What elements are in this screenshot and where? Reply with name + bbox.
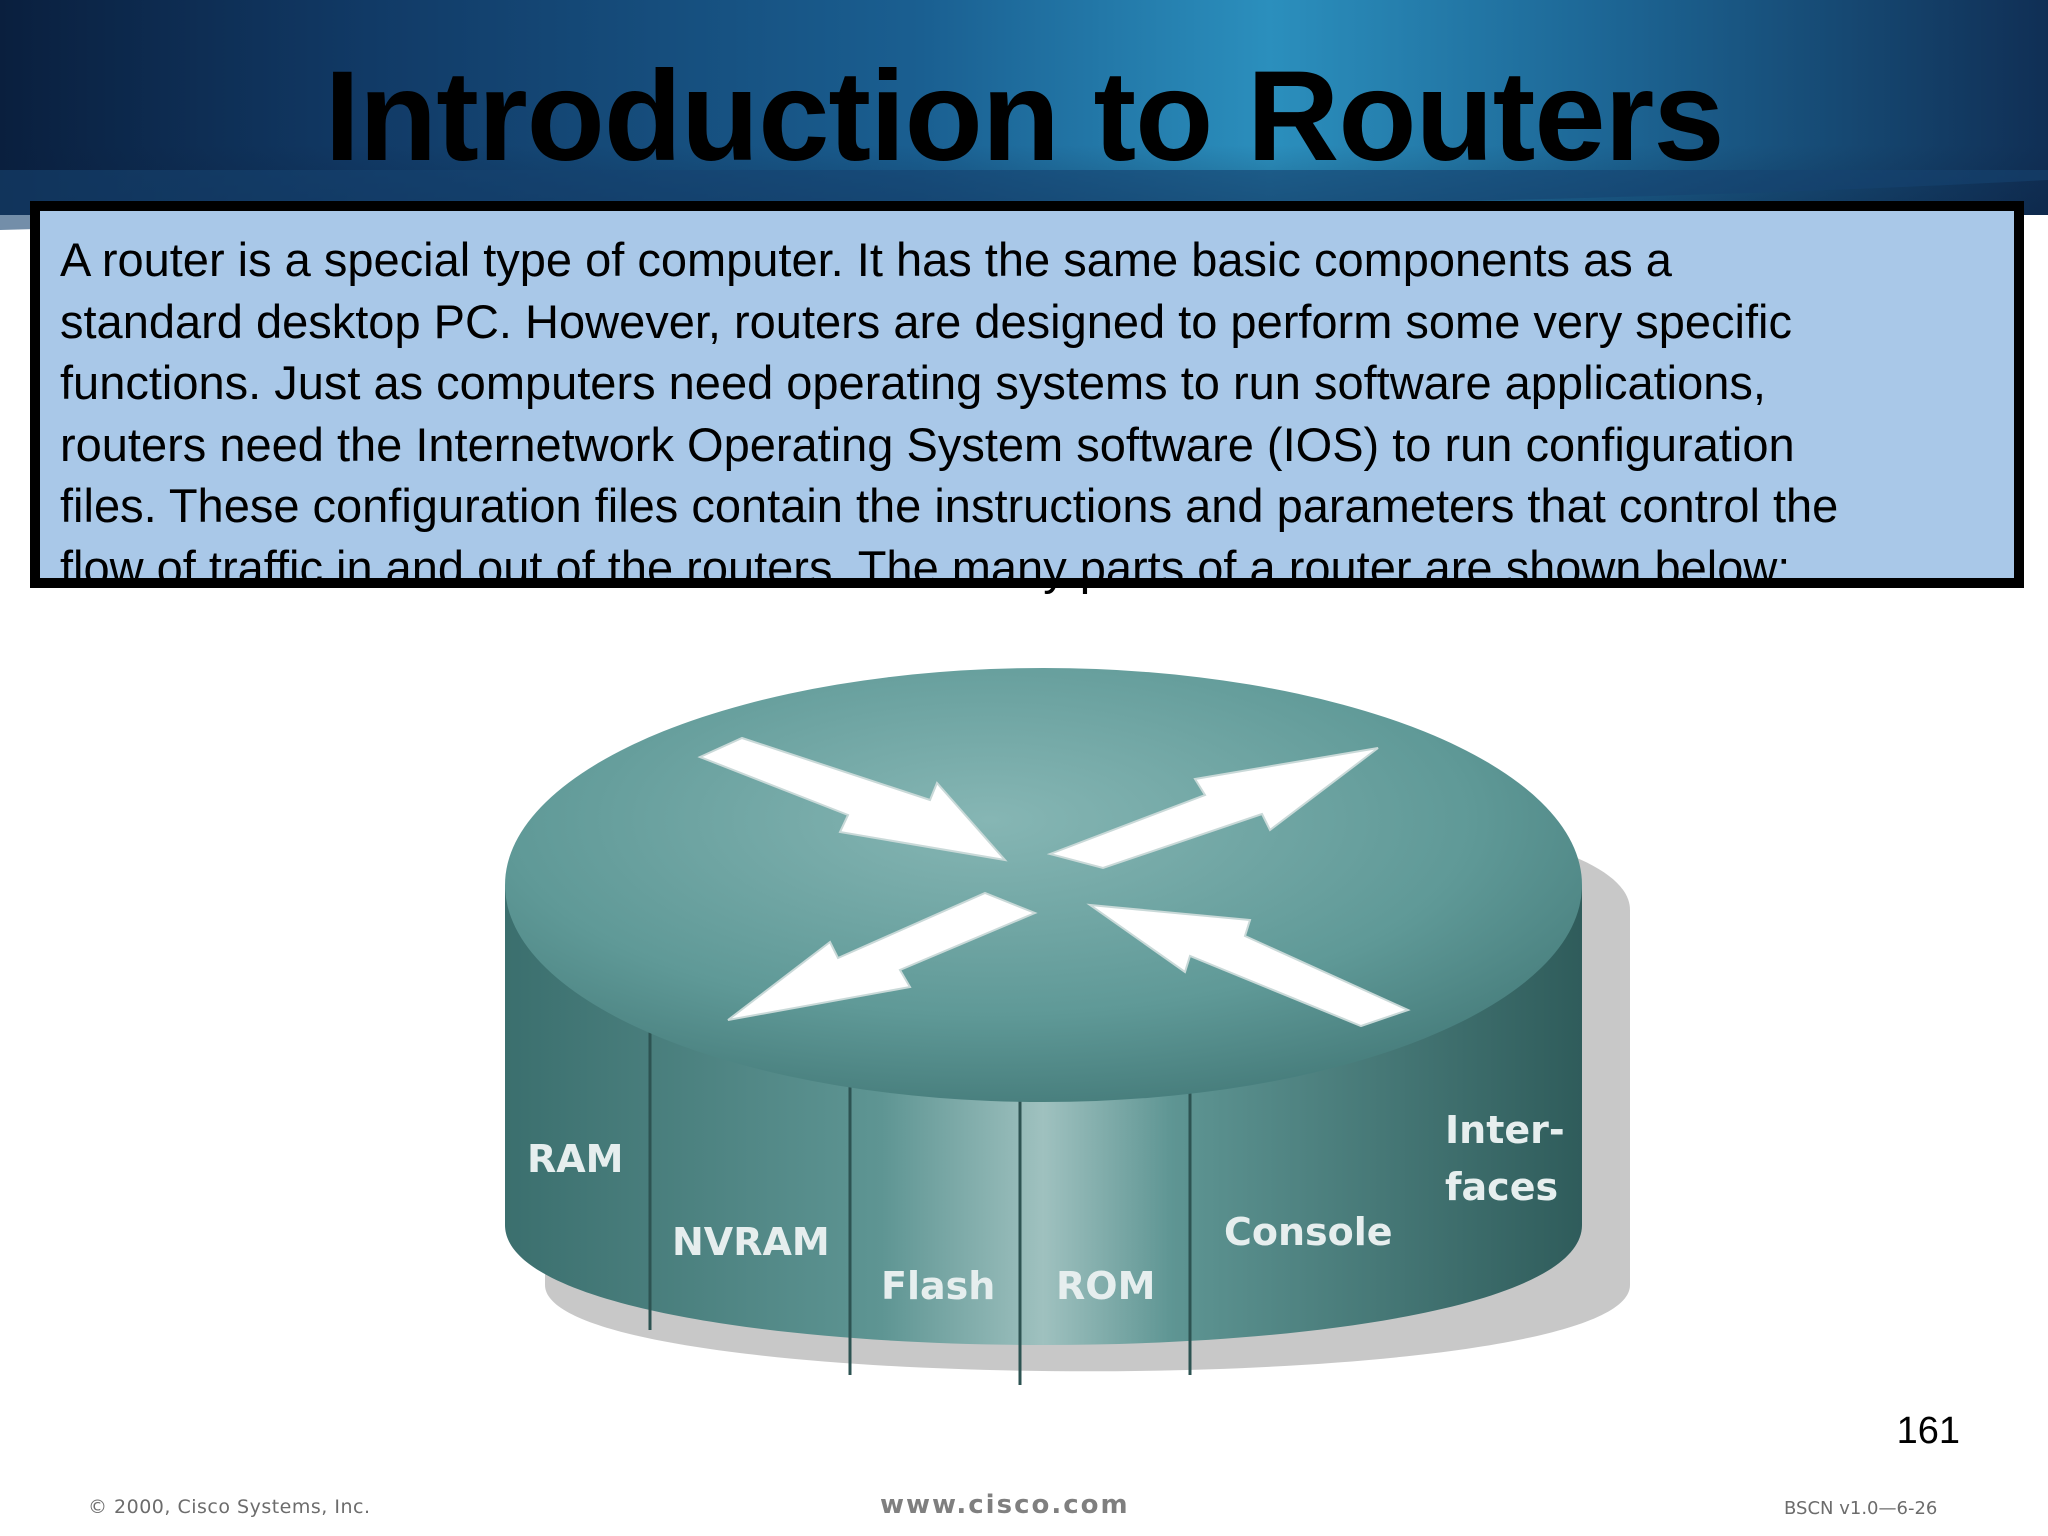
label-interfaces-line1: Inter- <box>1445 1108 1565 1152</box>
router-panel-dividers <box>648 1020 1192 1385</box>
label-ram: RAM <box>527 1137 623 1181</box>
router-arrows <box>697 736 1411 1028</box>
label-flash: Flash <box>881 1264 995 1308</box>
label-nvram: NVRAM <box>672 1220 830 1264</box>
router-top <box>505 668 1582 1102</box>
label-interfaces-line2: faces <box>1445 1165 1558 1209</box>
page-number: 161 <box>1896 1410 1960 1452</box>
arrow-out-top-right-icon <box>1046 747 1379 870</box>
intro-line: A router is a special type of computer. … <box>60 233 1672 286</box>
slide-title: Introduction to Routers <box>324 45 1724 188</box>
intro-line: files. These configuration files contain… <box>60 479 1839 532</box>
arrow-out-bottom-left-icon <box>727 891 1038 1021</box>
intro-text-box: A router is a special type of computer. … <box>30 201 2024 594</box>
intro-line: standard desktop PC. However, routers ar… <box>60 294 1792 348</box>
arrow-in-bottom-right-icon <box>1086 903 1411 1028</box>
intro-line: routers need the Internetwork Operating … <box>60 417 1795 471</box>
footer-url: www.cisco.com <box>880 1492 1130 1514</box>
label-console: Console <box>1224 1210 1393 1254</box>
intro-line: functions. Just as computers need operat… <box>60 356 1766 409</box>
arrow-in-top-left-icon <box>697 736 1008 862</box>
label-rom: ROM <box>1056 1264 1155 1308</box>
intro-line: flow of traffic in and out of the router… <box>60 540 1791 594</box>
footer-course-code: BSCN v1.0—6-26 <box>1784 1498 1938 1519</box>
footer-copyright: © 2000, Cisco Systems, Inc. <box>88 1496 371 1518</box>
